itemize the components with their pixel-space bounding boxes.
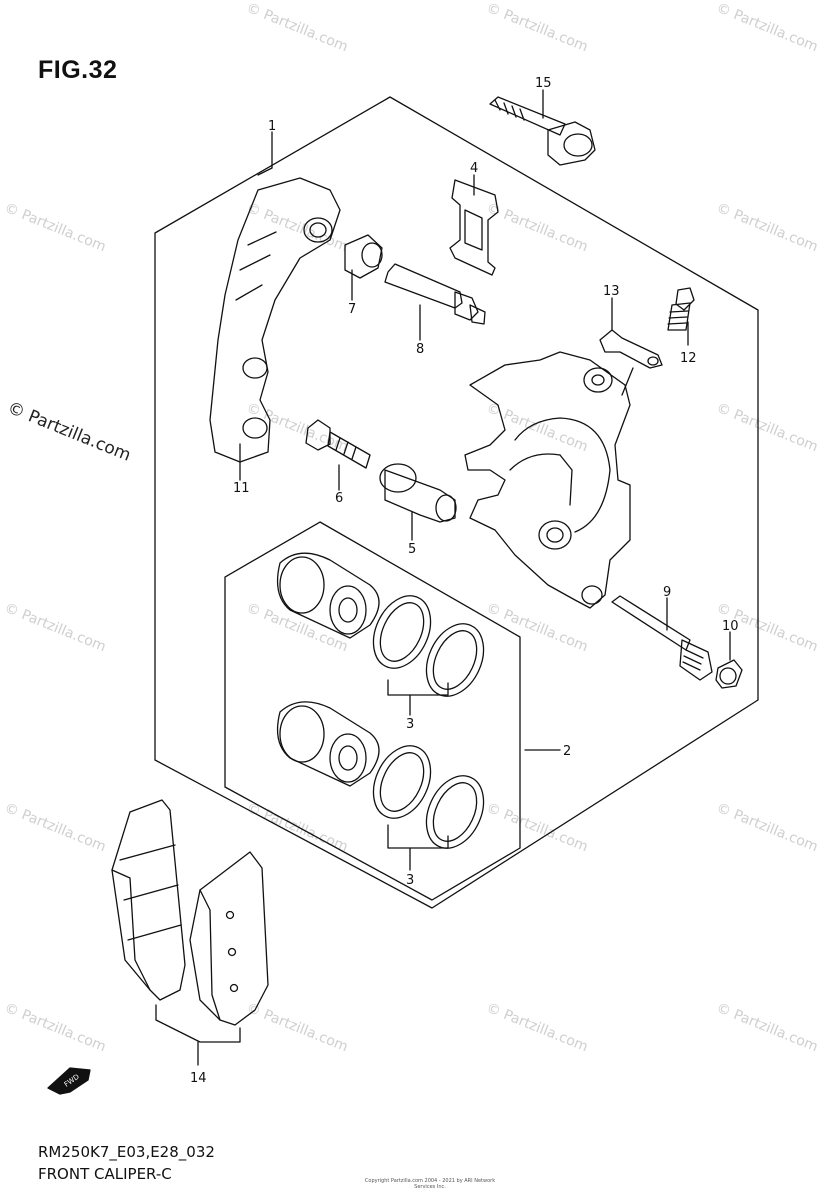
brake-pad-b <box>189 851 269 1026</box>
callout-10: 10 <box>722 619 739 634</box>
fwd-arrow-icon <box>47 1067 91 1095</box>
callout-14: 14 <box>190 1071 207 1086</box>
callout-6: 6 <box>335 491 343 506</box>
callout-12: 12 <box>680 351 697 366</box>
callout-15: 15 <box>535 76 552 91</box>
brake-pad-a <box>111 799 186 1001</box>
callout-3a: 3 <box>406 717 414 732</box>
callout-8: 8 <box>416 342 424 357</box>
callout-5: 5 <box>408 542 416 557</box>
copyright-note: Copyright Partzilla.com 2004 - 2021 by A… <box>364 1178 496 1190</box>
bleeder-12 <box>667 287 695 331</box>
piston-2 <box>276 701 380 787</box>
figure-code: RM250K7_E03,E28_032 <box>38 1143 215 1161</box>
pad-spring-4 <box>449 179 499 276</box>
caliper-body <box>464 351 631 609</box>
slide-pin-5 <box>379 463 457 523</box>
callout-7: 7 <box>348 302 356 317</box>
clip-13 <box>599 329 663 369</box>
callout-2: 2 <box>563 744 571 759</box>
callout-3b: 3 <box>406 873 414 888</box>
piston-kit-frame <box>224 521 521 901</box>
bolt-6 <box>305 419 371 469</box>
callout-9: 9 <box>663 585 671 600</box>
callout-11: 11 <box>233 481 250 496</box>
pin-9 <box>611 595 713 681</box>
figure-name: FRONT CALIPER-C <box>38 1165 172 1183</box>
callout-13: 13 <box>603 284 620 299</box>
figure-title: FIG.32 <box>38 56 118 84</box>
slide-pin-8 <box>384 263 486 325</box>
bolt-15 <box>489 96 596 166</box>
seals-3-bottom <box>372 745 485 849</box>
seals-3-top <box>372 595 485 697</box>
callout-1: 1 <box>268 119 276 134</box>
caliper-bracket-1 <box>209 177 341 463</box>
piston-1 <box>276 552 380 639</box>
assembly-frame <box>154 96 759 909</box>
plug-10 <box>715 659 743 689</box>
callout-4: 4 <box>470 161 478 176</box>
boot-7 <box>344 234 383 279</box>
